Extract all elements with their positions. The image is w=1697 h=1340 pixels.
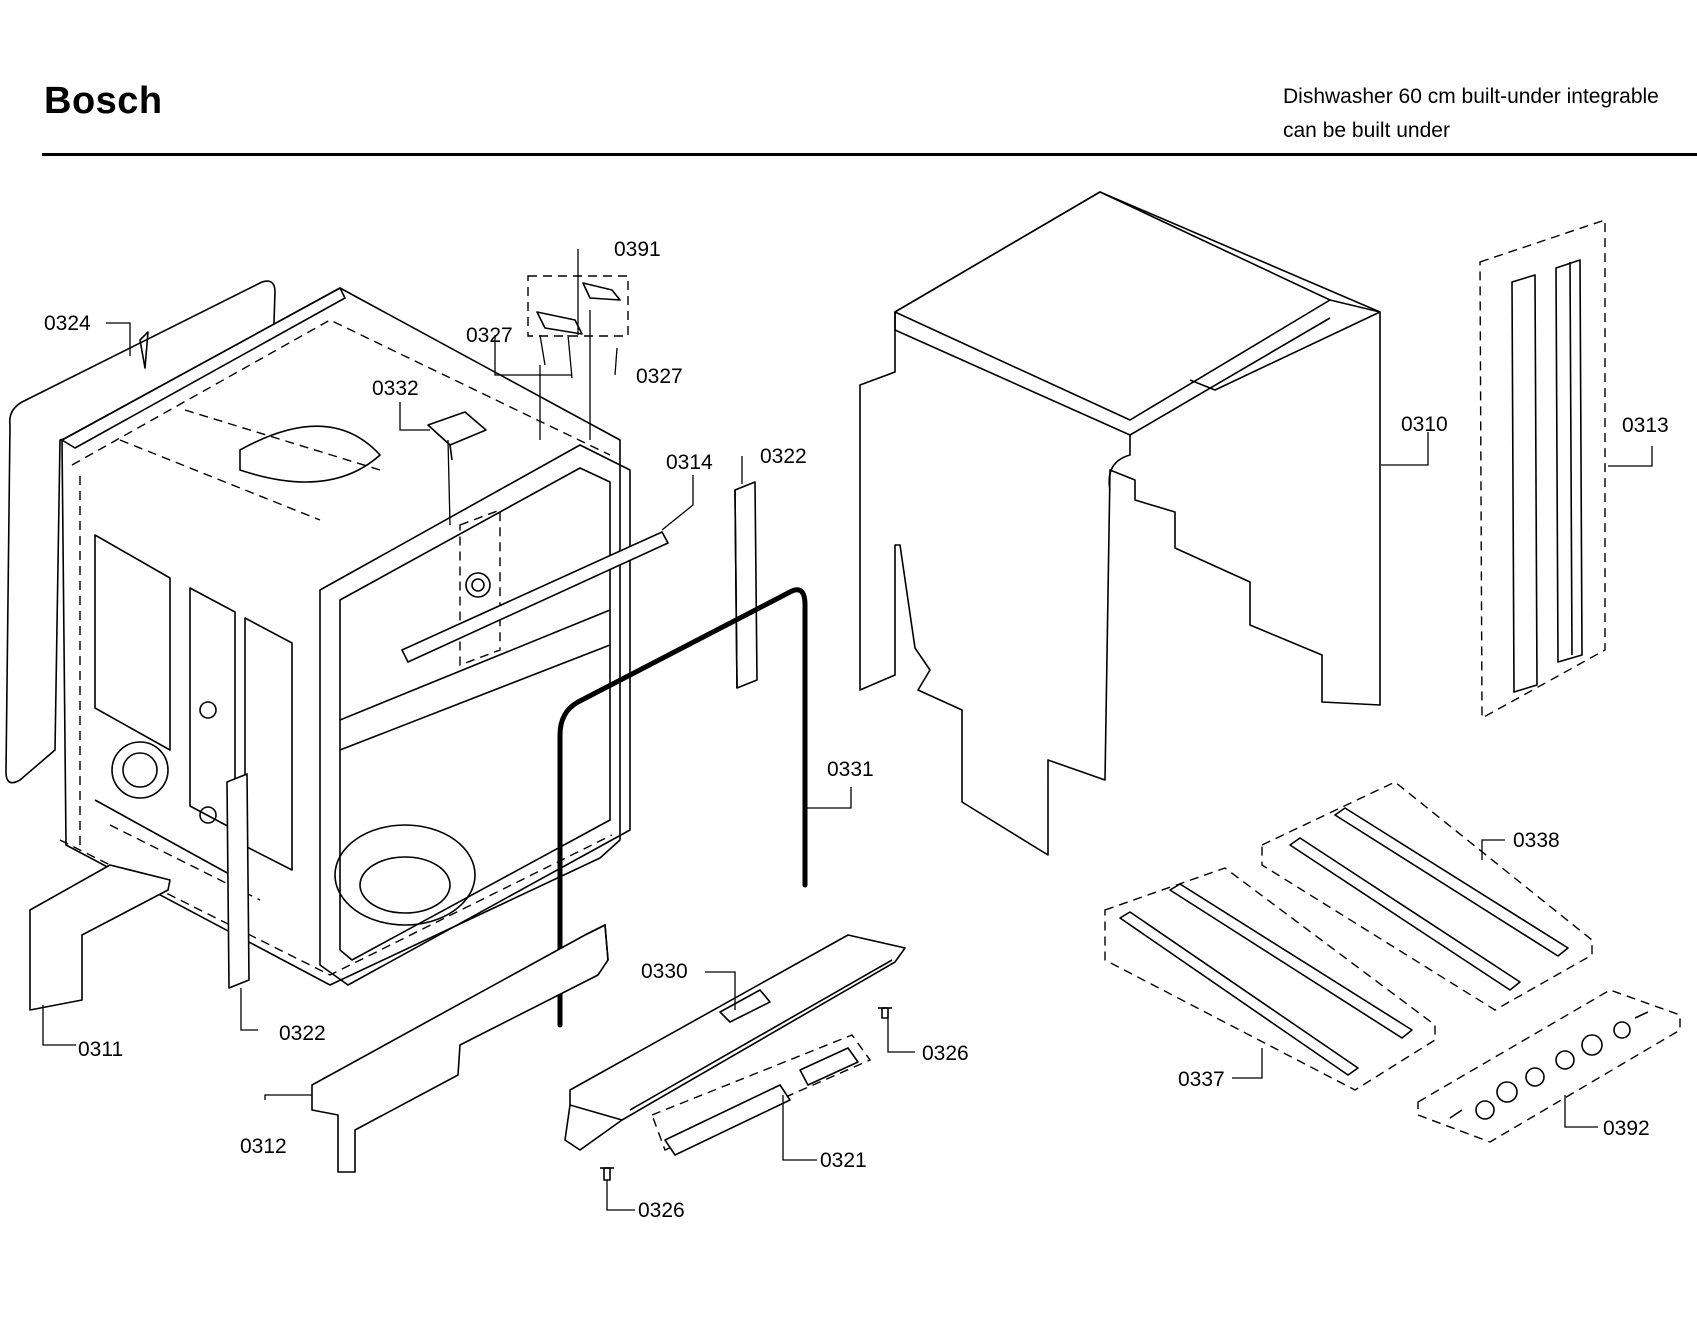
- label-0322-left: 0322: [279, 1022, 326, 1045]
- part-0332-bracket: [427, 411, 487, 526]
- part-0322-edge: [734, 489, 738, 689]
- leader-0392: [1564, 1095, 1598, 1128]
- label-0311: 0311: [78, 1038, 123, 1061]
- leader-0322b: [240, 988, 258, 1031]
- part-0322-side-strip-right: [734, 481, 758, 689]
- model-description-line1: Dishwasher 60 cm built-under integrable: [1283, 85, 1659, 108]
- label-0322-right: 0322: [760, 445, 807, 468]
- leader-0321: [782, 1095, 817, 1161]
- part-0324-insulation-mat: [5, 280, 276, 784]
- part-tub-body: [59, 287, 631, 986]
- label-0314: 0314: [666, 451, 713, 474]
- brand-title: Bosch: [44, 80, 163, 122]
- part-0321-foam-blocks: [651, 1034, 872, 1156]
- label-0330: 0330: [641, 960, 688, 983]
- label-0321: 0321: [820, 1149, 867, 1172]
- part-0312-tab: [584, 924, 609, 961]
- leader-0326a: [887, 1018, 915, 1053]
- leader-0311: [42, 1005, 76, 1046]
- label-0392: 0392: [1603, 1117, 1650, 1140]
- label-0332: 0332: [372, 377, 419, 400]
- part-0392-hardware-set: [1417, 989, 1681, 1143]
- label-0327-right: 0327: [636, 365, 683, 388]
- label-0338: 0338: [1513, 829, 1560, 852]
- leader-0332: [399, 402, 430, 431]
- label-0327-left: 0327: [466, 324, 513, 347]
- leader-0338: [1481, 839, 1505, 860]
- label-0313: 0313: [1622, 414, 1669, 437]
- part-0331-door-seal: [557, 587, 808, 1028]
- leader-0337: [1232, 1048, 1263, 1079]
- leader-lines: [42, 249, 1653, 1211]
- leader-0314: [661, 475, 694, 531]
- label-0326-bottom: 0326: [638, 1199, 685, 1222]
- part-0330-bottom-rail: [564, 934, 906, 1151]
- part-0337-rails: [1104, 867, 1436, 1091]
- part-0324-notch: [139, 331, 149, 369]
- part-0313-side-trims: [1479, 219, 1606, 720]
- label-0326-top: 0326: [922, 1042, 969, 1065]
- leader-0313: [1608, 446, 1653, 467]
- leader-0310: [1381, 432, 1429, 466]
- leader-0312: [264, 1094, 312, 1100]
- leader-0327b: [614, 347, 618, 376]
- part-0338-rails: [1261, 781, 1593, 1011]
- part-0310-cover: [859, 191, 1381, 856]
- leader-0324: [106, 322, 131, 356]
- part-0314-top-rail: [401, 531, 669, 663]
- part-0311-base-block: [29, 864, 171, 1011]
- part-0326-screw-bottom: [600, 1167, 614, 1181]
- model-description-line2: can be built under: [1283, 119, 1450, 142]
- leader-0326b: [606, 1180, 635, 1211]
- model-description: Dishwasher 60 cm built-under integrable …: [1283, 80, 1659, 148]
- label-0331: 0331: [827, 758, 874, 781]
- label-0337: 0337: [1178, 1068, 1225, 1091]
- label-0310: 0310: [1401, 413, 1448, 436]
- part-0322-side-strip-left: [226, 773, 250, 989]
- leader-0327a: [494, 335, 572, 376]
- label-0324: 0324: [44, 312, 91, 335]
- part-0391-hinge-set: [527, 275, 629, 440]
- part-0326-screw-top: [878, 1007, 892, 1019]
- leader-0331: [805, 787, 852, 809]
- header-divider: [42, 153, 1697, 156]
- label-0391: 0391: [614, 238, 661, 261]
- label-0312: 0312: [240, 1135, 287, 1158]
- leader-0330: [705, 971, 736, 1010]
